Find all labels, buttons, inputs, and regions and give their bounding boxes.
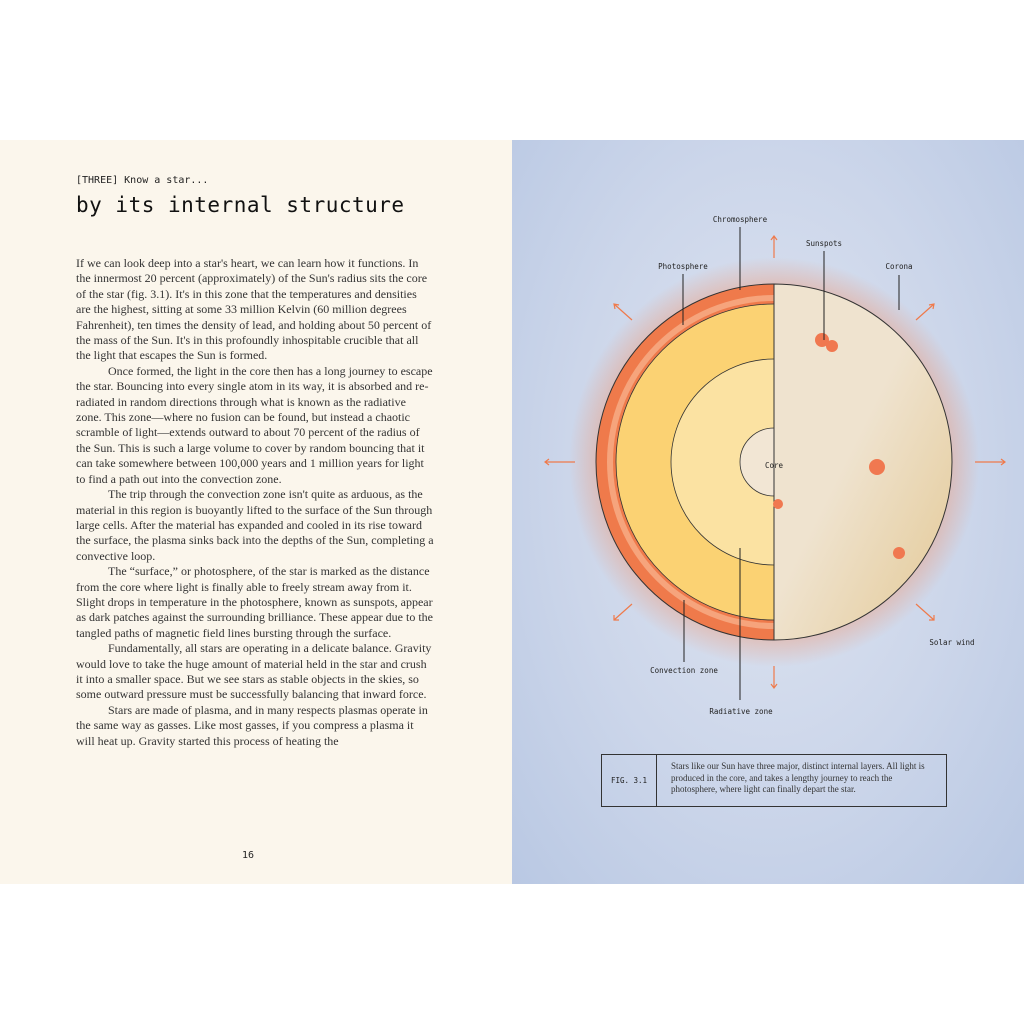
body-text: If we can look deep into a star's heart,… (76, 256, 434, 749)
paragraph: If we can look deep into a star's heart,… (76, 256, 432, 363)
page-title: by its internal structure (76, 193, 405, 217)
label-photosphere: Photosphere (658, 262, 708, 271)
sunspots (773, 333, 905, 559)
caption-text: Stars like our Sun have three major, dis… (671, 761, 925, 794)
label-convection-zone: Convection zone (650, 666, 718, 675)
paragraph: The “surface,” or photosphere, of the st… (76, 564, 433, 640)
label-sunspots: Sunspots (806, 239, 842, 248)
left-page (0, 140, 512, 884)
paragraph: The trip through the convection zone isn… (76, 487, 434, 563)
figure-caption: FIG. 3.1 Stars like our Sun have three m… (601, 754, 947, 807)
label-corona: Corona (885, 262, 912, 271)
page-number: 16 (242, 850, 255, 861)
paragraph: Fundamentally, all stars are operating i… (76, 641, 432, 702)
label-solar-wind: Solar wind (929, 638, 974, 647)
label-core: Core (765, 461, 784, 470)
radiative-zone-layer (670, 358, 774, 566)
paragraph: Stars are made of plasma, and in many re… (76, 702, 428, 748)
figure-number: FIG. 3.1 (602, 755, 657, 806)
solar-wind-arrows (544, 235, 1006, 689)
core-right-mask (774, 427, 810, 497)
leader-lines (682, 227, 900, 700)
paragraph: Once formed, the light in the core then … (76, 363, 433, 486)
sun-surface-half (773, 283, 953, 641)
label-radiative-zone: Radiative zone (709, 707, 773, 716)
chapter-kicker: [THREE] Know a star... (76, 175, 209, 186)
label-chromosphere: Chromosphere (713, 215, 768, 224)
